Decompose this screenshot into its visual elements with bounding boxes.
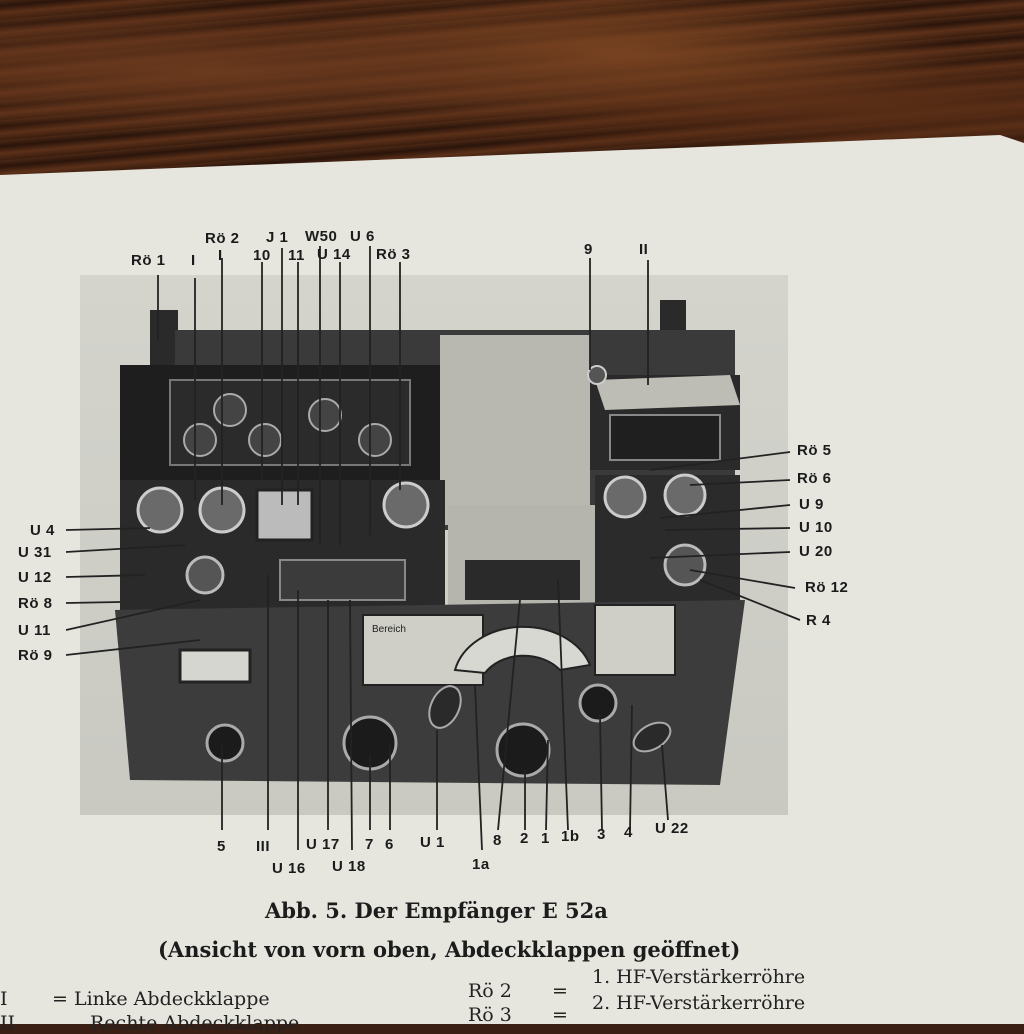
legend-right-eq-2: = bbox=[552, 1004, 568, 1026]
top-center-plate bbox=[440, 335, 590, 525]
left-handle bbox=[150, 310, 178, 365]
label-2: 2 bbox=[520, 830, 529, 847]
label-ro-1: Rö 1 bbox=[131, 252, 166, 269]
label-ro-12: Rö 12 bbox=[805, 579, 849, 596]
knob-5 bbox=[205, 723, 245, 763]
knob-3 bbox=[578, 683, 618, 723]
label-ro-2: Rö 2 bbox=[205, 230, 240, 247]
label-3: 3 bbox=[597, 826, 606, 843]
label-u-16: U 16 bbox=[272, 860, 306, 877]
label-ii: II bbox=[639, 241, 649, 258]
legend-key-i: I bbox=[0, 988, 8, 1010]
label-u-10: U 10 bbox=[799, 519, 833, 536]
label-10: 10 bbox=[253, 247, 271, 264]
label-i-b: I bbox=[218, 247, 223, 264]
label-r-4: R 4 bbox=[806, 612, 831, 629]
label-1: 1 bbox=[541, 830, 550, 847]
knob-2 bbox=[495, 722, 551, 778]
label-ro-5: Rö 5 bbox=[797, 442, 832, 459]
label-ro-6: Rö 6 bbox=[797, 470, 832, 487]
figure-caption-subtitle: (Ansicht von vorn oben, Abdeckklappen ge… bbox=[158, 937, 741, 962]
label-u-4: U 4 bbox=[30, 522, 55, 539]
legend-left-1: = Linke Abdeckklappe bbox=[52, 988, 270, 1010]
label-4: 4 bbox=[624, 824, 633, 841]
label-u-31: U 31 bbox=[18, 544, 52, 561]
label-j-1: J 1 bbox=[266, 229, 289, 246]
legend-right-key-1: Rö 2 bbox=[468, 980, 512, 1002]
label-8: 8 bbox=[493, 832, 502, 849]
legend-right-text-2: 2. HF-Verstärkerröhre bbox=[592, 992, 806, 1014]
legend-key-ii: II bbox=[0, 1012, 16, 1034]
receiver-illustration: Bereich bbox=[115, 300, 745, 785]
label-u-22: U 22 bbox=[655, 820, 689, 837]
knob-7 bbox=[342, 715, 398, 771]
label-1a: 1a bbox=[472, 856, 490, 873]
receiver-photo: Bereich bbox=[80, 275, 788, 815]
label-11: 11 bbox=[288, 247, 305, 264]
label-5: 5 bbox=[217, 838, 226, 855]
label-u-9: U 9 bbox=[799, 496, 824, 513]
nameplate bbox=[178, 648, 252, 684]
front-panel bbox=[115, 600, 745, 785]
label-7: 7 bbox=[365, 836, 374, 853]
label-i-a: I bbox=[191, 252, 196, 269]
figure-caption-title: Abb. 5. Der Empfänger E 52a bbox=[265, 898, 608, 923]
legend-right-eq-1: = bbox=[552, 980, 568, 1002]
label-u-1: U 1 bbox=[420, 834, 445, 851]
legend-right-key-2: Rö 3 bbox=[468, 1004, 512, 1026]
label-u-6: U 6 bbox=[350, 228, 375, 245]
label-1b: 1b bbox=[561, 828, 580, 845]
legend-left-2: Rechte Abdeckklappe bbox=[90, 1012, 300, 1034]
label-ro-9: Rö 9 bbox=[18, 647, 53, 664]
label-u-20: U 20 bbox=[799, 543, 833, 560]
range-plate-label: Bereich bbox=[372, 624, 406, 635]
label-u-12: U 12 bbox=[18, 569, 52, 586]
label-iii: III bbox=[256, 838, 271, 855]
label-u-11: U 11 bbox=[18, 622, 51, 639]
table-plate bbox=[594, 604, 676, 676]
label-u-17: U 17 bbox=[306, 836, 340, 853]
label-ro-8: Rö 8 bbox=[18, 595, 53, 612]
label-9: 9 bbox=[584, 241, 593, 258]
label-u-18: U 18 bbox=[332, 858, 366, 875]
label-w50: W50 bbox=[305, 228, 338, 245]
label-6: 6 bbox=[385, 836, 394, 853]
legend-right-text-1: 1. HF-Verstärkerröhre bbox=[592, 966, 806, 988]
label-u-14: U 14 bbox=[317, 246, 351, 263]
label-ro-3: Rö 3 bbox=[376, 246, 411, 263]
